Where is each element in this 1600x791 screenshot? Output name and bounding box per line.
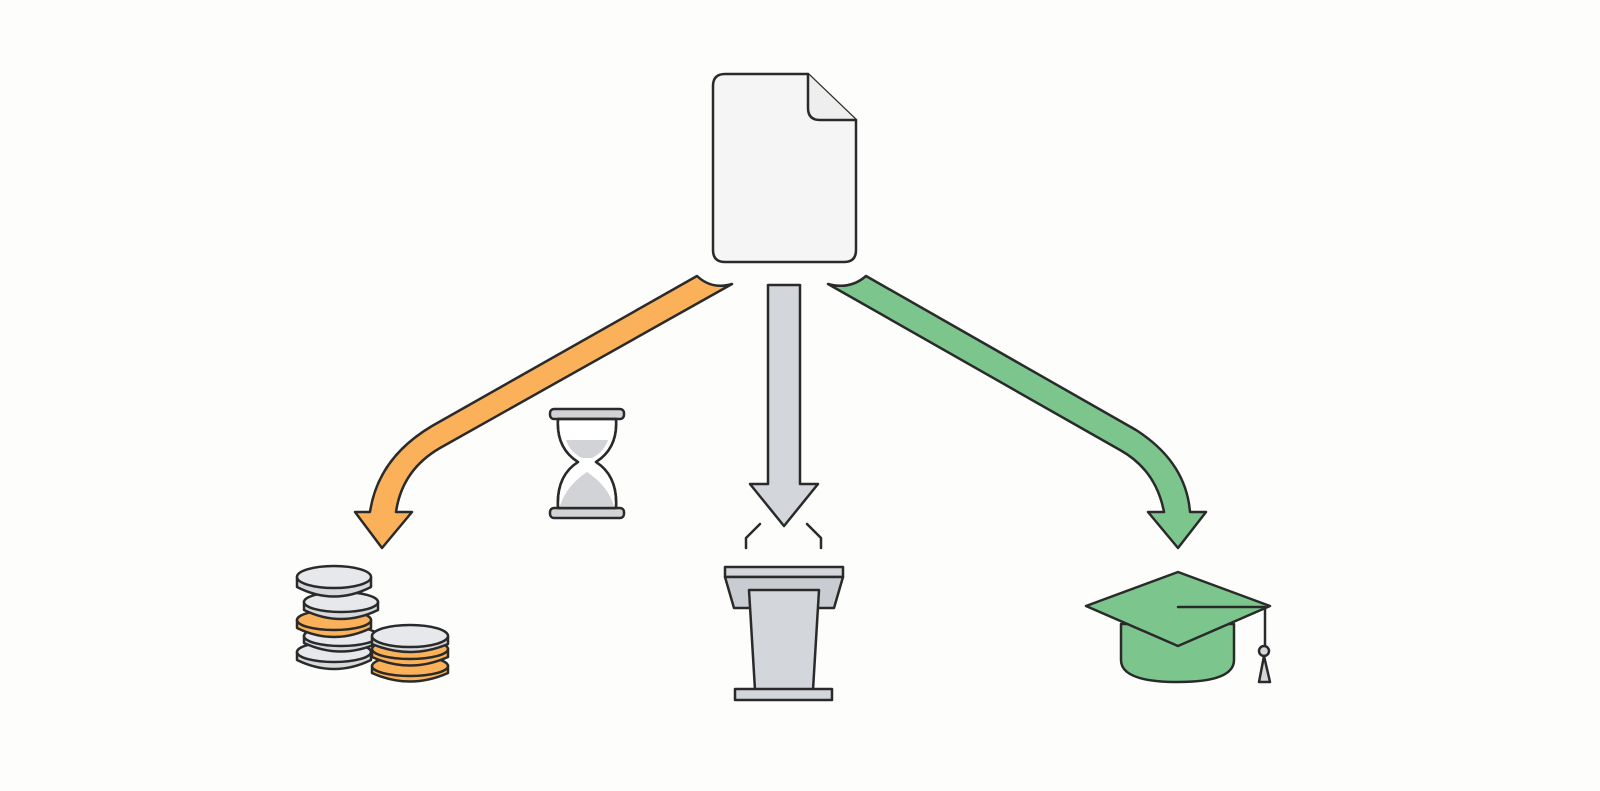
- document-icon: [711, 72, 858, 264]
- coins-icon: [295, 564, 450, 683]
- podium-icon: [723, 522, 845, 702]
- graduation-cap-icon: [1084, 570, 1272, 684]
- gray-branch-arrow: [748, 283, 820, 528]
- hourglass-icon: [548, 407, 626, 520]
- orange-branch-arrow: [353, 274, 734, 550]
- green-branch-arrow: [826, 274, 1208, 550]
